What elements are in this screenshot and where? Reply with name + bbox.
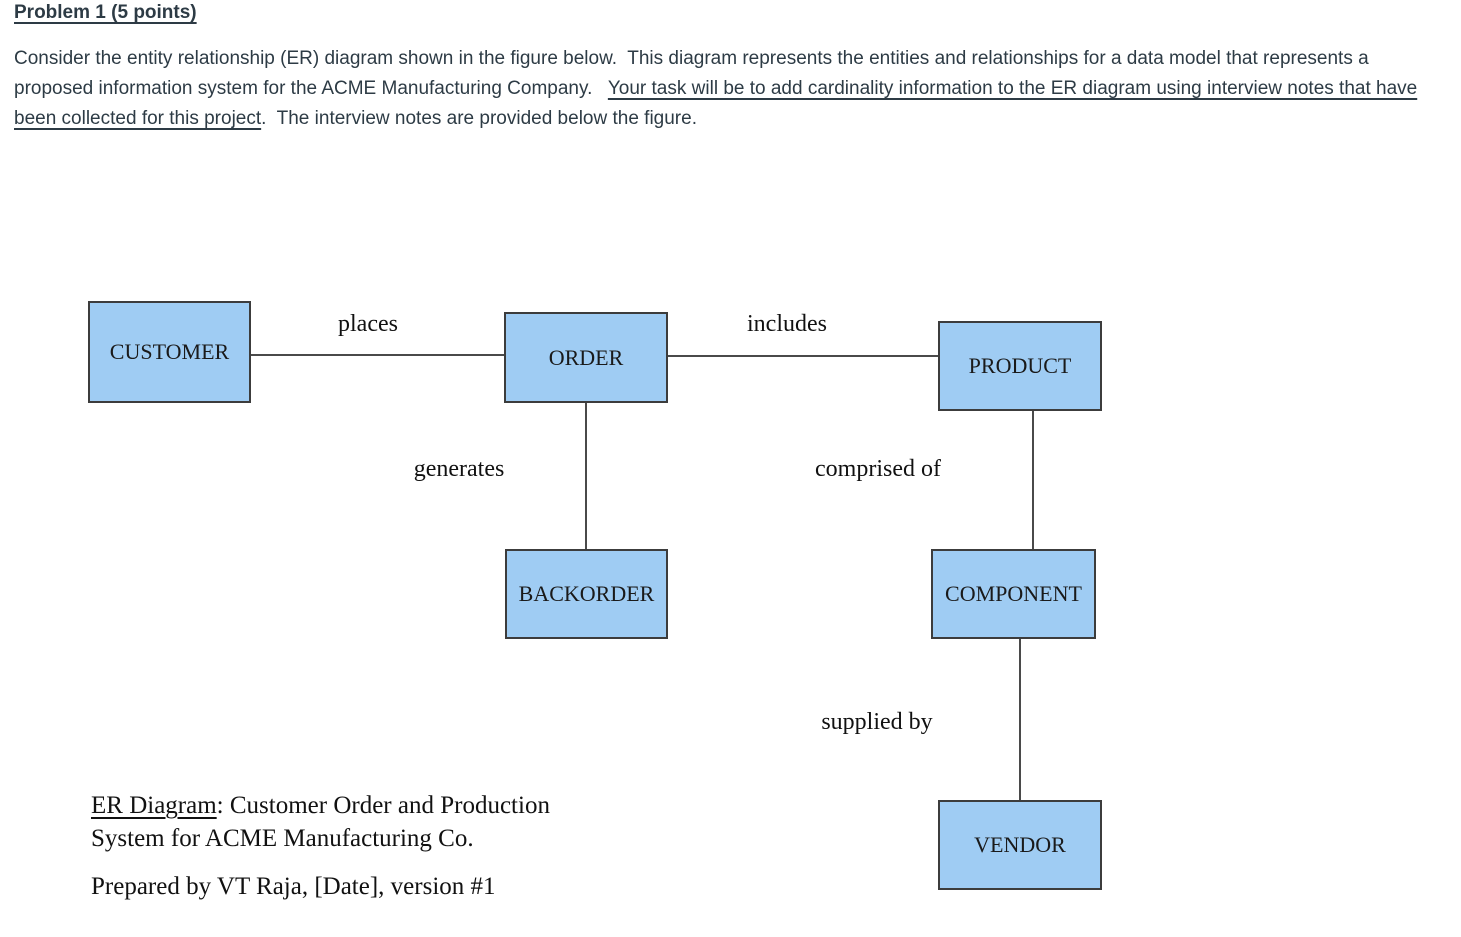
line-product-component <box>1032 411 1034 549</box>
entity-vendor-label: VENDOR <box>974 832 1066 857</box>
figure-caption: ER Diagram: Customer Order and Productio… <box>91 789 550 903</box>
line-order-product <box>668 355 938 357</box>
line-component-vendor <box>1019 639 1021 800</box>
entity-vendor: VENDOR <box>938 800 1102 890</box>
entity-customer-label: CUSTOMER <box>109 339 230 364</box>
entity-customer: CUSTOMER <box>88 301 251 403</box>
entity-order: ORDER <box>504 312 668 403</box>
statement-part1: Consider the entity relationship (ER) di… <box>14 48 1369 99</box>
problem-statement: Consider the entity relationship (ER) di… <box>14 44 1444 134</box>
entity-product-label: PRODUCT <box>968 353 1072 378</box>
relationship-label-generates: generates <box>413 456 505 482</box>
line-order-backorder <box>585 403 587 549</box>
caption-title-rest: : Customer Order and Production <box>216 792 550 819</box>
caption-title-label: ER Diagram <box>91 792 217 819</box>
statement-underlined-task: Your task will be to add cardinality inf… <box>14 78 1418 129</box>
caption-title-line2: System for ACME Manufacturing Co. <box>91 825 474 852</box>
problem-heading: Problem 1 (5 points) <box>14 2 197 23</box>
line-customer-order <box>251 354 504 356</box>
relationship-label-places: places <box>338 311 398 337</box>
entity-component: COMPONENT <box>931 549 1096 639</box>
relationship-label-comprised-of: comprised of <box>815 456 941 482</box>
entity-component-label: COMPONENT <box>945 581 1082 606</box>
relationship-label-includes: includes <box>747 311 827 337</box>
entity-order-label: ORDER <box>548 344 624 370</box>
entity-backorder-label: BACKORDER <box>518 581 655 606</box>
statement-part2: . The interview notes are provided below… <box>261 108 697 129</box>
caption-prepared-by: Prepared by VT Raja, [Date], version #1 <box>91 873 496 900</box>
relationship-label-supplied-by: supplied by <box>821 709 933 735</box>
entity-product: PRODUCT <box>938 321 1102 411</box>
caption-title-line1: ER Diagram: Customer Order and Productio… <box>91 789 550 822</box>
entity-backorder: BACKORDER <box>505 549 668 639</box>
